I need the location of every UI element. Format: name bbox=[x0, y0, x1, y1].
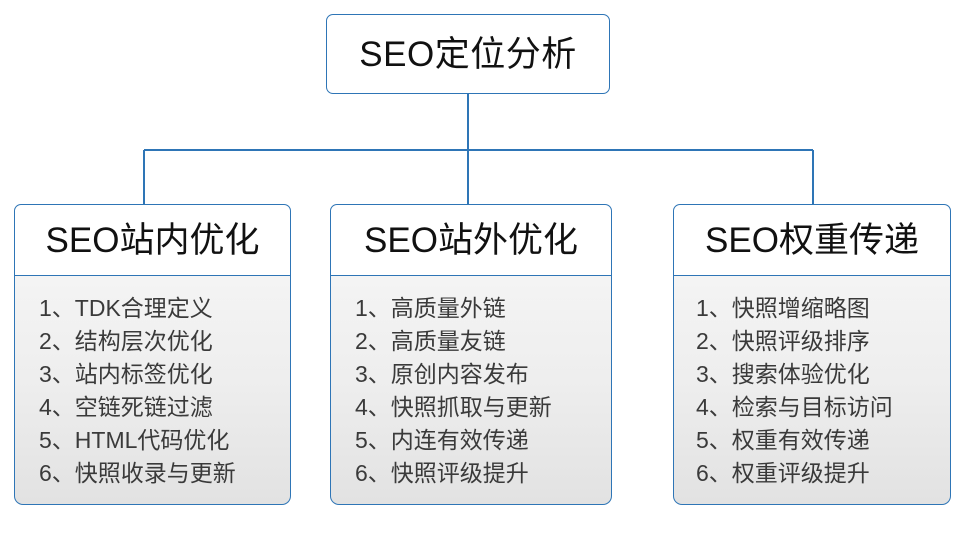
list-item: 3、搜索体验优化 bbox=[696, 361, 870, 387]
branch-item-list-1: 1、TDK合理定义 2、结构层次优化 3、站内标签优化 4、空链死链过滤 5、H… bbox=[15, 292, 290, 490]
list-item: 6、快照评级提升 bbox=[355, 460, 529, 486]
list-item: 2、结构层次优化 bbox=[39, 328, 213, 354]
list-item: 4、空链死链过滤 bbox=[39, 394, 213, 420]
branch-item-list-2: 1、高质量外链 2、高质量友链 3、原创内容发布 4、快照抓取与更新 5、内连有… bbox=[331, 292, 611, 490]
list-item: 1、高质量外链 bbox=[355, 295, 506, 321]
list-item: 3、原创内容发布 bbox=[355, 361, 529, 387]
list-item: 1、快照增缩略图 bbox=[696, 295, 870, 321]
branch-column-3: SEO权重传递 1、快照增缩略图 2、快照评级排序 3、搜索体验优化 4、检索与… bbox=[673, 204, 951, 505]
list-item: 6、快照收录与更新 bbox=[39, 460, 236, 486]
list-item: 3、站内标签优化 bbox=[39, 361, 213, 387]
list-item: 5、HTML代码优化 bbox=[39, 427, 230, 453]
branch-header-3[interactable]: SEO权重传递 bbox=[673, 204, 951, 276]
branch-header-1[interactable]: SEO站内优化 bbox=[14, 204, 291, 276]
list-item: 5、权重有效传递 bbox=[696, 427, 870, 453]
list-item: 2、快照评级排序 bbox=[696, 328, 870, 354]
branch-title-3: SEO权重传递 bbox=[705, 220, 919, 260]
list-item: 6、权重评级提升 bbox=[696, 460, 870, 486]
branch-title-2: SEO站外优化 bbox=[364, 220, 578, 260]
root-node-label: SEO定位分析 bbox=[359, 34, 577, 74]
branch-body-1: 1、TDK合理定义 2、结构层次优化 3、站内标签优化 4、空链死链过滤 5、H… bbox=[14, 276, 291, 505]
branch-column-1: SEO站内优化 1、TDK合理定义 2、结构层次优化 3、站内标签优化 4、空链… bbox=[14, 204, 291, 505]
branch-column-2: SEO站外优化 1、高质量外链 2、高质量友链 3、原创内容发布 4、快照抓取与… bbox=[330, 204, 612, 505]
list-item: 4、快照抓取与更新 bbox=[355, 394, 552, 420]
list-item: 1、TDK合理定义 bbox=[39, 295, 213, 321]
branch-body-3: 1、快照增缩略图 2、快照评级排序 3、搜索体验优化 4、检索与目标访问 5、权… bbox=[673, 276, 951, 505]
branch-title-1: SEO站内优化 bbox=[45, 220, 260, 260]
list-item: 5、内连有效传递 bbox=[355, 427, 529, 453]
branch-header-2[interactable]: SEO站外优化 bbox=[330, 204, 612, 276]
branch-body-2: 1、高质量外链 2、高质量友链 3、原创内容发布 4、快照抓取与更新 5、内连有… bbox=[330, 276, 612, 505]
root-node[interactable]: SEO定位分析 bbox=[326, 14, 610, 94]
list-item: 2、高质量友链 bbox=[355, 328, 506, 354]
branch-item-list-3: 1、快照增缩略图 2、快照评级排序 3、搜索体验优化 4、检索与目标访问 5、权… bbox=[674, 292, 950, 490]
list-item: 4、检索与目标访问 bbox=[696, 394, 893, 420]
